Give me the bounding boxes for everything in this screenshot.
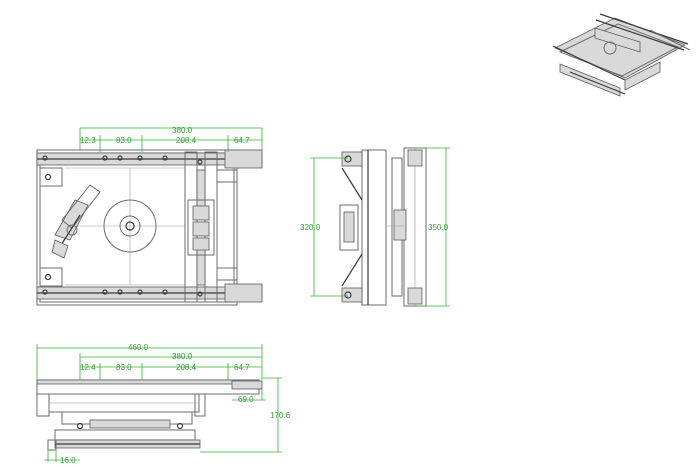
dim-top-seg-a: 83.0	[116, 136, 132, 145]
dim-top-left-rail: 12.3	[80, 136, 96, 145]
dim-top-overall: 380.0	[172, 126, 193, 135]
dim-front-seg-c: 64.7	[234, 363, 250, 372]
dim-front-left-rail: 12.4	[80, 363, 96, 372]
top-view-dimensions: 380.0 12.3 83.0 208.4 64.7	[79, 126, 263, 152]
dim-front-sub-overall: 380.0	[172, 352, 193, 361]
dim-top-seg-b: 208.4	[176, 136, 197, 145]
dim-side-left-height: 320.0	[300, 223, 321, 232]
front-view-dimensions: 460.0 380.0 12.4 83.0 208.4 64.7 69.0 17…	[36, 343, 291, 465]
dim-front-total-height: 170.6	[270, 411, 291, 420]
side-view-dimensions: 320.0 350.0	[300, 147, 450, 307]
top-view	[36, 149, 263, 306]
isometric-view	[552, 13, 691, 97]
dim-front-bottom-offset: 16.0	[60, 456, 76, 465]
dim-top-seg-c: 64.7	[234, 136, 250, 145]
dim-front-seg-b: 208.4	[176, 363, 197, 372]
front-view	[36, 379, 263, 451]
side-view	[339, 147, 427, 307]
dim-front-rail-height: 69.0	[238, 395, 254, 404]
dim-side-right-height: 350.0	[428, 223, 449, 232]
dim-front-seg-a: 83.0	[116, 363, 132, 372]
dim-front-overall: 460.0	[128, 343, 149, 352]
